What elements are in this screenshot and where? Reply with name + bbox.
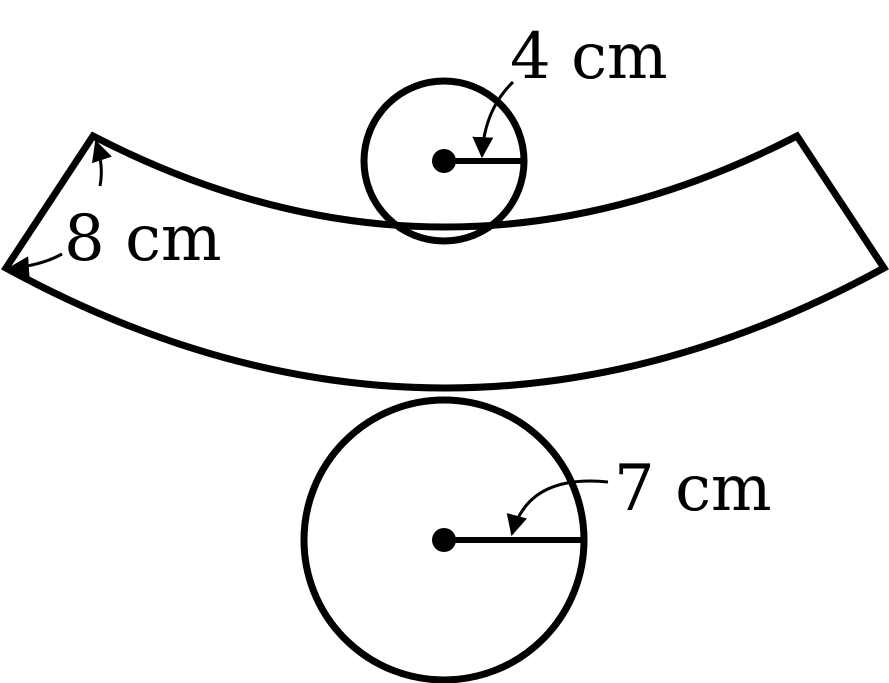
large-circle	[300, 396, 588, 683]
band-width-bracket-arrow	[92, 140, 112, 187]
annular-sector-band	[0, 131, 889, 392]
small-radius-pointer-arrow	[472, 80, 515, 159]
small-circle-radius-label: 4 cm	[510, 20, 668, 94]
band-width-label: 8 cm	[64, 202, 222, 276]
band-width-bracket-arrow-lower	[7, 252, 63, 278]
large-circle-radius-label: 7 cm	[614, 452, 772, 526]
large-radius-pointer-arrow	[506, 479, 609, 537]
small-circle	[360, 77, 528, 245]
